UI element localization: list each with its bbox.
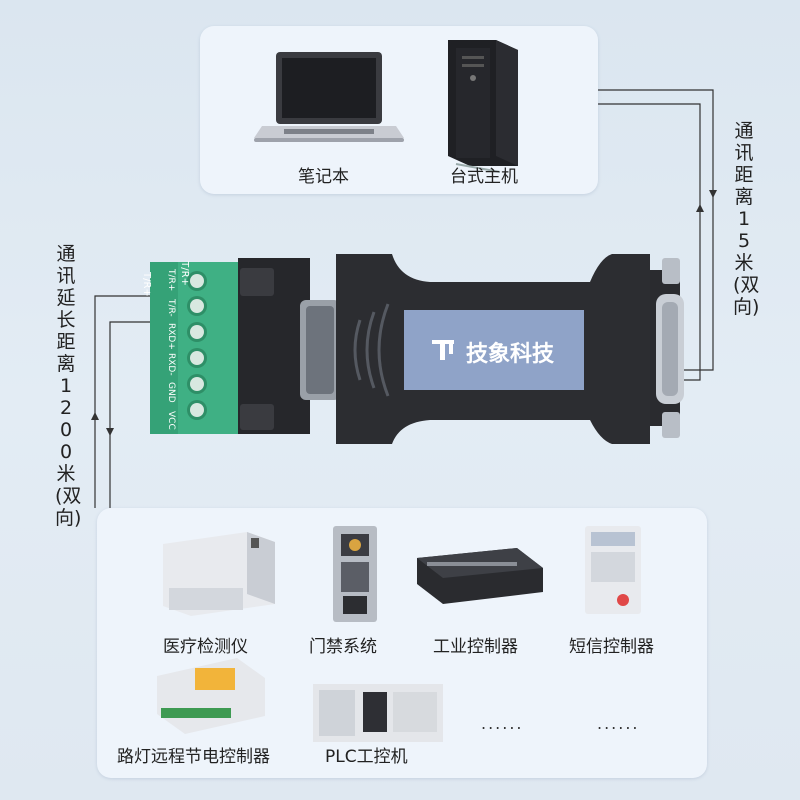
- pin-label-tr-plus: T/R+: [166, 268, 176, 292]
- ellipsis-1: ......: [481, 714, 524, 733]
- ellipsis-2: ......: [597, 714, 640, 733]
- top-devices-panel: 笔记本 台式主机: [200, 26, 598, 194]
- right-distance-label: 通讯距离15米(双向): [733, 120, 760, 318]
- device-label-medical: 医疗检测仪: [163, 637, 248, 657]
- pin-label-gnd: GND: [166, 381, 176, 403]
- pin-label-tr-minus: T/R-: [166, 299, 176, 317]
- pin-label-rxd-plus: RXD+: [166, 322, 176, 350]
- device-label-laptop: 笔记本: [298, 167, 349, 187]
- device-label-sms-controller: 短信控制器: [569, 637, 654, 657]
- device-label-streetlight: 路灯远程节电控制器: [117, 747, 270, 767]
- plc-industrial-pc-icon: [313, 684, 443, 742]
- pin-label-vcc: VCC: [166, 410, 176, 430]
- pin-label: T/R+: [141, 272, 152, 297]
- streetlight-controller-icon: [157, 658, 265, 734]
- terminal-screws: [187, 271, 207, 420]
- desktop-tower-icon: [448, 40, 518, 173]
- device-label-industrial-controller: 工业控制器: [433, 637, 518, 657]
- pin-label-rxd-minus: RXD-: [166, 352, 176, 376]
- access-control-panel-icon: [333, 526, 377, 622]
- device-label-plc: PLC工控机: [325, 747, 408, 767]
- industrial-controller-icon: [417, 548, 543, 604]
- pin-label: T/R+: [178, 261, 190, 286]
- device-label-desktop: 台式主机: [450, 167, 518, 187]
- sms-controller-icon: [585, 526, 641, 614]
- brand-logo-icon: [432, 340, 454, 360]
- brand-plate: [404, 310, 584, 390]
- device-label-access-control: 门禁系统: [309, 637, 377, 657]
- laptop-icon: [254, 52, 404, 142]
- brand-name: 技象科技: [466, 342, 555, 367]
- medical-analyzer-icon: [163, 532, 275, 616]
- pin-label-column: T/R+ T/R- RXD+ RXD- GND VCC: [152, 266, 176, 436]
- bottom-devices-panel: 医疗检测仪 门禁系统 工业控制器 短信控制器 路灯远程节电控制器 PLC工控机 …: [97, 508, 707, 778]
- left-distance-label: 通讯延长距离1200米(双向): [55, 243, 82, 529]
